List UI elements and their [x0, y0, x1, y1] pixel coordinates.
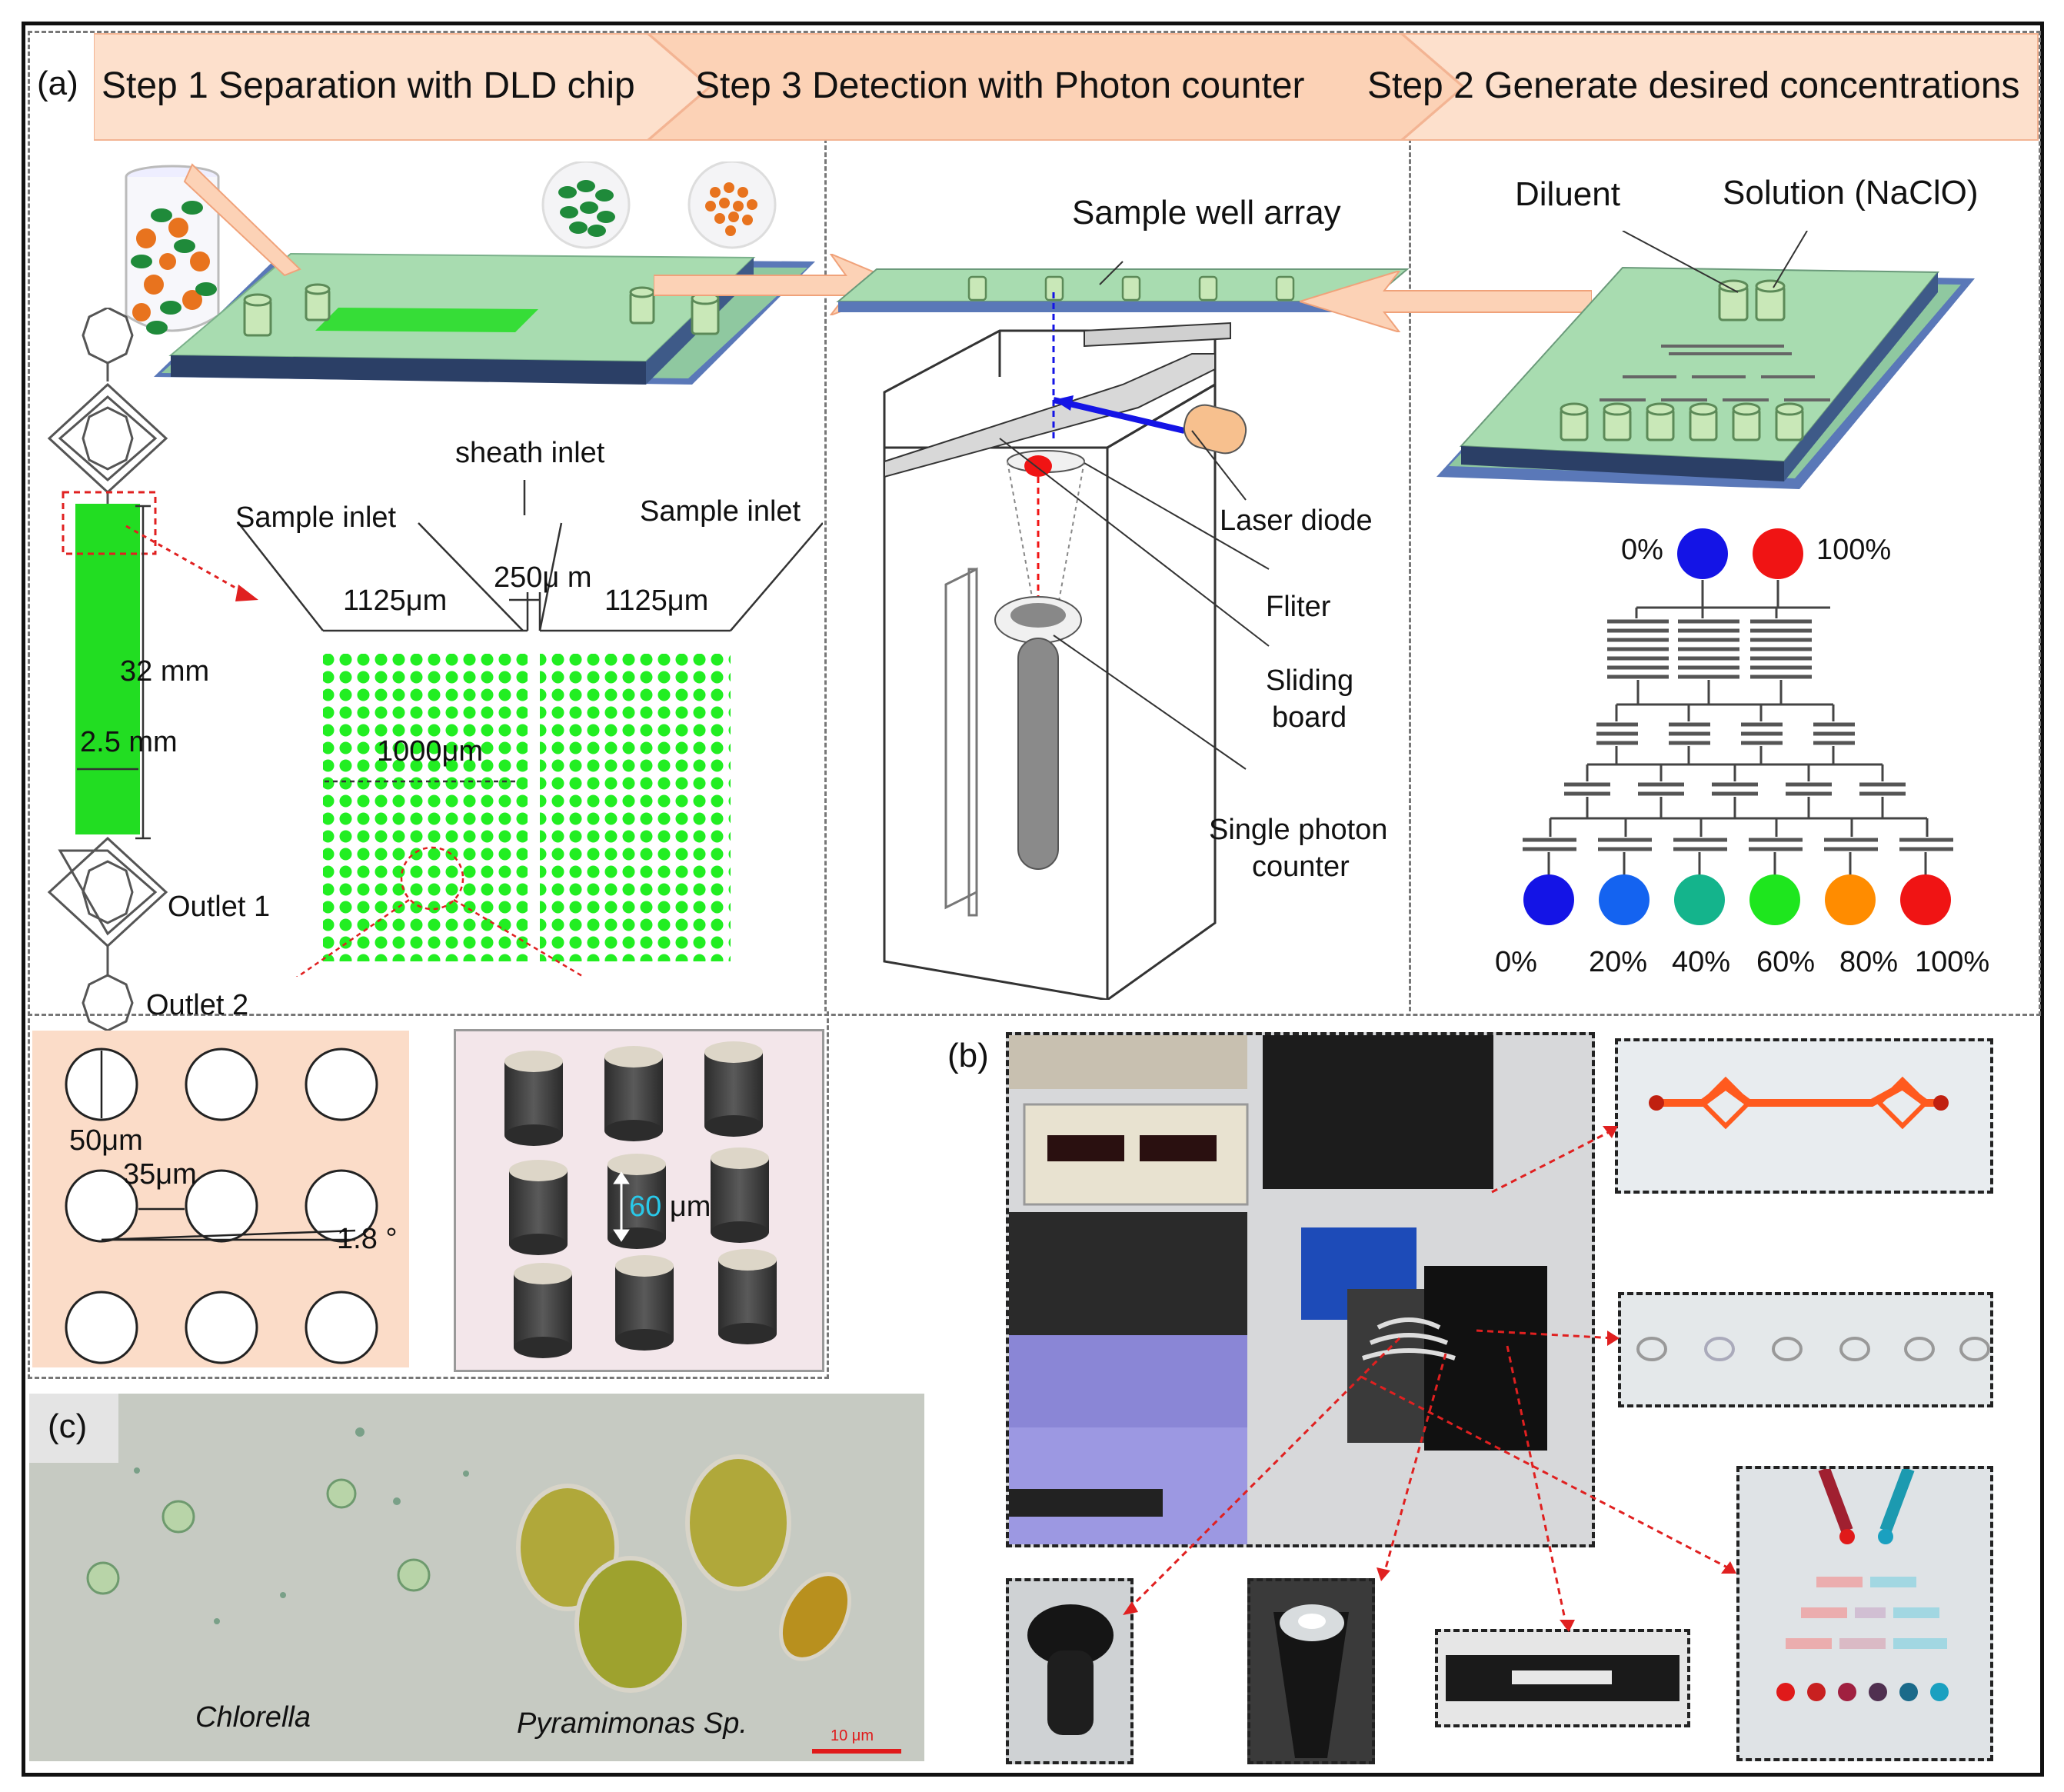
label-sheath-inlet: sheath inlet: [455, 437, 605, 469]
input-high-dot: [1753, 528, 1803, 579]
label-outlet1: Outlet 1: [168, 891, 271, 923]
label-filter: Fliter: [1266, 591, 1331, 623]
orange-particles-icon: [687, 162, 777, 249]
dld-chip-schematic: [47, 308, 168, 1032]
output-dot-5: [1900, 874, 1951, 925]
dim-angle: 1.8 °: [337, 1223, 398, 1255]
scale-bar: [812, 1749, 901, 1754]
dim-channel-width: 2.5 mm: [80, 726, 178, 758]
dim-gap: 35μm: [123, 1158, 197, 1191]
label-chlorella: Chlorella: [195, 1701, 311, 1734]
banner-step3: Step 3 Detection with Photon counter: [695, 65, 1305, 106]
dim-width-center: 250μ m: [494, 561, 592, 594]
detector-head-photo: [1247, 1578, 1375, 1764]
dim-array-length: 1000μm: [377, 735, 484, 768]
dim-pillar-height-unit: μm: [661, 1191, 711, 1223]
dim-pillar-height: 60 μm: [629, 1191, 711, 1224]
label-spc-1: Single photon: [1209, 814, 1388, 846]
dim-length: 32 mm: [120, 655, 210, 688]
setup-photo: [1006, 1032, 1595, 1547]
arrow-from-generator: [1300, 271, 1592, 332]
label-diluent: Diluent: [1515, 175, 1620, 213]
separated-particles: [541, 162, 777, 249]
divider-right: [1409, 138, 1411, 1011]
scale-bar-label: 10 μm: [831, 1727, 874, 1744]
label-output-2: 40%: [1672, 946, 1731, 978]
dim-pillar-height-value: 60: [629, 1191, 662, 1223]
label-output-5: 100%: [1915, 946, 1990, 978]
output-dot-3: [1749, 874, 1800, 925]
label-sample-well-array: Sample well array: [1072, 194, 1341, 231]
well-array-photo: [1618, 1292, 1993, 1407]
micrograph-label-box: [29, 1394, 118, 1463]
label-laser-diode: Laser diode: [1220, 505, 1373, 537]
output-dot-2: [1674, 874, 1725, 925]
zoom-circle: [400, 846, 464, 911]
zoom-arrow: [125, 525, 258, 601]
output-dot-1: [1599, 874, 1650, 925]
label-pyramimonas: Pyramimonas Sp.: [517, 1707, 747, 1740]
channel-region: [75, 504, 140, 834]
panel-label-a: (a): [37, 65, 78, 102]
output-dot-0: [1523, 874, 1574, 925]
label-sample-inlet-left: Sample inlet: [235, 501, 397, 534]
generator-chip-photo: [1736, 1466, 1993, 1761]
figure-frame: [22, 22, 2044, 1777]
generator-chip-illustration: [1436, 231, 1975, 489]
green-cells-icon: [541, 162, 631, 249]
dim-width-right: 1125μm: [604, 585, 709, 617]
dim-width-left: 1125μm: [343, 585, 448, 617]
sliding-board-photo: [1435, 1629, 1690, 1727]
panel-b-callout-arrows: [1123, 1126, 1736, 1632]
step-banner: [94, 33, 2039, 141]
zoom-box: [62, 491, 157, 555]
micrograph: [29, 1394, 924, 1761]
divider-left: [824, 138, 827, 1011]
label-spc-2: counter: [1252, 851, 1350, 883]
label-sliding-board-2: board: [1272, 701, 1347, 734]
label-sample-inlet-right: Sample inlet: [640, 495, 801, 528]
gradient-network: [1523, 528, 1953, 925]
dim-pillar-diameter: 50μm: [69, 1124, 143, 1157]
label-output-0: 0%: [1495, 946, 1537, 978]
dld-chip-photo: [1615, 1038, 1993, 1194]
pillar-array: [238, 480, 823, 977]
label-output-3: 60%: [1756, 946, 1816, 978]
panel-label-c: (c): [48, 1407, 88, 1445]
photodetector-photo: [1006, 1578, 1134, 1764]
detector-illustration: [836, 261, 1410, 1000]
banner-step2: Step 2 Generate desired concentrations: [1367, 65, 2020, 106]
panel-label-b: (b): [947, 1037, 989, 1074]
banner-step1: Step 1 Separation with DLD chip: [102, 65, 635, 106]
label-outlet2: Outlet 2: [146, 989, 249, 1021]
label-sliding-board-1: Sliding: [1266, 665, 1354, 697]
label-input-high: 100%: [1816, 534, 1892, 566]
panel-a-dashed-border: [28, 31, 2041, 1016]
panel-a-lower-left-border: [28, 1011, 829, 1379]
label-input-low: 0%: [1621, 534, 1663, 566]
pillar-2d-drawing: [65, 1048, 378, 1364]
label-output-4: 80%: [1839, 946, 1899, 978]
pillar-3d-drawing: [504, 1041, 777, 1358]
label-output-1: 20%: [1589, 946, 1648, 978]
input-low-dot: [1677, 528, 1728, 579]
dld-chip-illustration: [125, 163, 815, 385]
label-solution: Solution (NaClO): [1723, 174, 1979, 212]
output-dot-4: [1825, 874, 1876, 925]
